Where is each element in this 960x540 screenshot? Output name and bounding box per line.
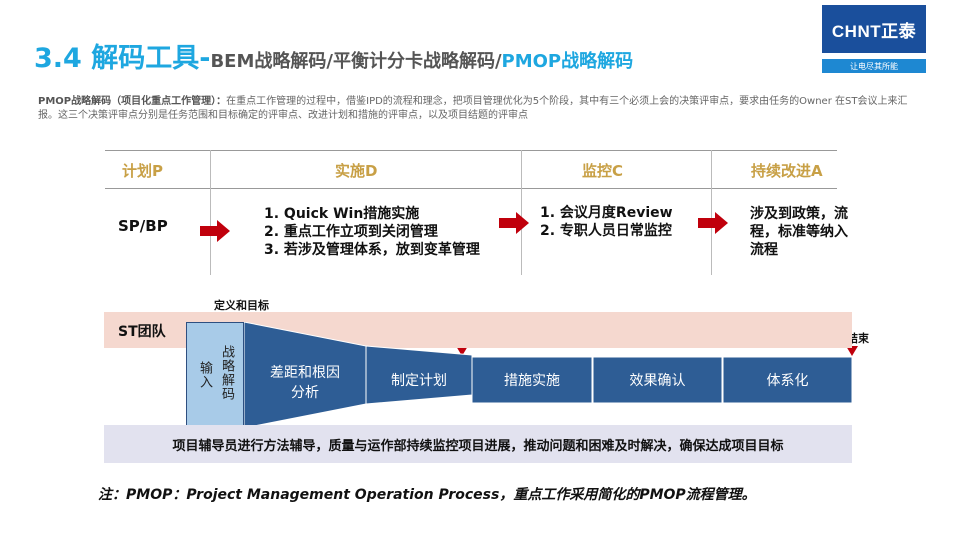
st-team-label: ST团队 [118, 324, 166, 340]
cell-line: 涉及到政策，流 [750, 206, 848, 222]
intro-label: PMOP战略解码（项目化重点工作管理）： [38, 96, 227, 107]
title-sub-pmop: PMOP战略解码 [501, 51, 634, 72]
cell-line: 2. 专职人员日常监控 [540, 223, 672, 239]
stage-implement: 措施实施 [504, 373, 560, 389]
phase-cell-plan: SP/BP [118, 217, 168, 235]
logo-text: CHNT正泰 [822, 5, 926, 53]
phase-cell-do: 1. Quick Win措施实施 2. 重点工作立项到关闭管理 3. 若涉及管理… [264, 205, 480, 259]
table-divider [210, 150, 211, 275]
strategy-input-box: 战略解码 输入 [186, 322, 244, 428]
stage-verify: 效果确认 [629, 373, 686, 389]
stage-gap-analysis: 差距和根因 分析 [270, 365, 340, 401]
chnt-logo: CHNT正泰 让电尽其所能 [822, 5, 926, 73]
marker-label-define: 定义和目标 [214, 299, 269, 312]
cell-line: 1. 会议月度Review [540, 205, 673, 221]
intro-paragraph: PMOP战略解码（项目化重点工作管理）：在重点工作管理的过程中，借鉴IPD的流程… [38, 95, 918, 123]
stage-systematize: 体系化 [766, 373, 809, 389]
table-top-line [105, 150, 837, 151]
phase-header-do: 实施D [335, 162, 378, 180]
support-band: 项目辅导员进行方法辅导，质量与运作部持续监控项目进展，推动问题和困难及时解决，确… [104, 425, 852, 463]
right-arrow-icon [200, 220, 230, 242]
cell-line: 2. 重点工作立项到关闭管理 [264, 224, 438, 240]
phase-header-check: 监控C [582, 162, 624, 180]
slide-title: 3.4 解码工具-BEM战略解码/平衡计分卡战略解码/PMOP战略解码 [34, 36, 633, 75]
intro-text: 在重点工作管理的过程中，借鉴IPD的流程和理念，把项目管理优化为5个阶段，其中有… [38, 96, 908, 121]
input-text-line1: 战略解码 [219, 345, 234, 401]
cell-line: SP/BP [118, 217, 168, 235]
title-sub: BEM战略解码/平衡计分卡战略解码/ [210, 51, 502, 72]
right-arrow-icon [499, 212, 529, 234]
phase-cell-act: 涉及到政策，流 程，标准等纳入 流程 [750, 205, 848, 259]
phase-header-plan: 计划P [122, 162, 163, 180]
phase-cell-check: 1. 会议月度Review 2. 专职人员日常监控 [540, 204, 673, 240]
table-divider [711, 150, 712, 275]
process-funnel [244, 322, 852, 428]
table-divider [521, 150, 522, 275]
milestone-marker-icon [846, 346, 858, 356]
title-main: 3.4 解码工具- [34, 43, 211, 74]
cell-line: 3. 若涉及管理体系，放到变革管理 [264, 242, 480, 258]
cell-line: 程，标准等纳入 [750, 224, 848, 240]
input-text-line2: 输入 [197, 361, 212, 389]
table-header-line [105, 188, 837, 189]
right-arrow-icon [698, 212, 728, 234]
cell-line: 流程 [750, 242, 778, 258]
logo-slogan: 让电尽其所能 [822, 59, 926, 73]
stage-plan: 制定计划 [391, 373, 447, 389]
milestone-marker-icon [456, 346, 468, 356]
cell-line: 1. Quick Win措施实施 [264, 206, 420, 222]
footnote: 注：PMOP：Project Management Operation Proc… [98, 487, 756, 503]
phase-header-act: 持续改进A [751, 162, 823, 180]
